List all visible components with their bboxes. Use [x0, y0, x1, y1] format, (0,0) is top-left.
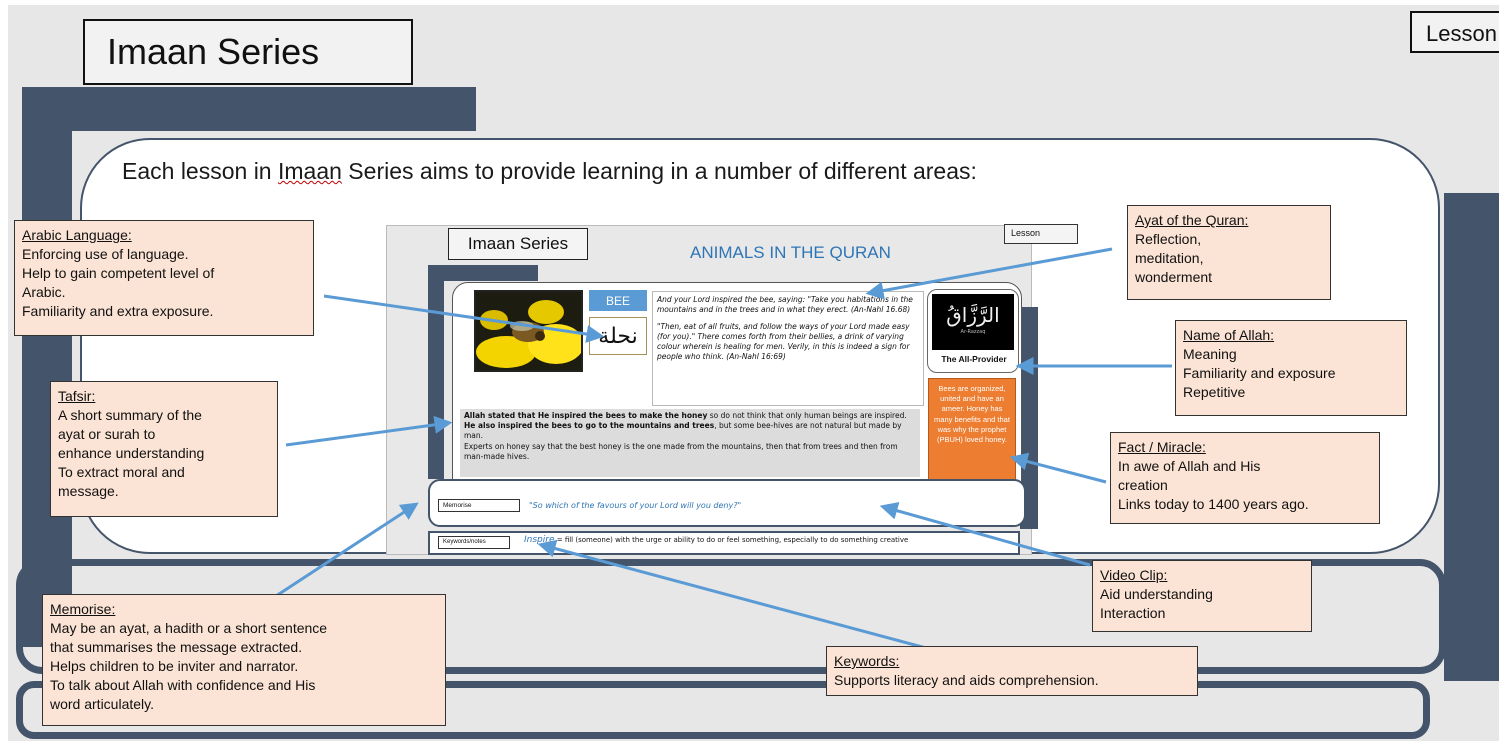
callout-arabic-heading: Arabic Language:	[22, 227, 132, 243]
keywords-label: Keywords/notes	[438, 536, 510, 549]
callout-line: Helps children to be inviter and narrato…	[50, 658, 299, 674]
callout-ayat-of-quran: Ayat of the Quran: Reflection, meditatio…	[1127, 205, 1331, 300]
callout-line: Supports literacy and aids comprehension…	[834, 672, 1099, 688]
callout-video-clip: Video Clip: Aid understanding Interactio…	[1092, 560, 1312, 632]
callout-keywords: Keywords: Supports literacy and aids com…	[826, 646, 1198, 696]
callout-line: May be an ayat, a hadith or a short sent…	[50, 620, 328, 636]
callout-arabic-language: Arabic Language: Enforcing use of langua…	[14, 220, 314, 336]
callout-line: word articulately.	[50, 696, 155, 712]
arrow-tafsir	[285, 415, 453, 447]
callout-memorise: Memorise: May be an ayat, a hadith or a …	[42, 594, 446, 726]
name-of-allah-card: الرَّزَّاقُ Ar-Razzaq The All-Provider	[927, 289, 1019, 373]
memorise-label: Memorise	[438, 499, 520, 512]
callout-line: A short summary of the	[58, 407, 202, 423]
bee-photo	[474, 290, 583, 372]
slide-lesson-tab: Lesson	[1004, 224, 1078, 244]
tafsir-part-4: , but some bee-hives are not natural but…	[464, 421, 902, 441]
allah-name-english: The All-Provider	[941, 354, 1007, 364]
callout-tafsir-heading: Tafsir:	[58, 388, 96, 404]
memorise-quote: "So which of the favours of your Lord wi…	[529, 501, 742, 510]
callout-line: Aid understanding	[1100, 586, 1213, 602]
callout-ayat-heading: Ayat of the Quran:	[1135, 212, 1249, 228]
lower-frame	[16, 559, 1446, 674]
page-title: Imaan Series	[83, 19, 413, 85]
keyword-meaning: = fill (someone) with the urge or abilit…	[554, 536, 909, 544]
tafsir-part-1: Allah stated that He inspired the bees t…	[464, 411, 708, 420]
allah-name-translit: Ar-Razzaq	[960, 329, 986, 335]
callout-line: that summarises the message extracted.	[50, 639, 303, 655]
callout-arrows	[275, 247, 1172, 650]
callout-memorise-heading: Memorise:	[50, 601, 116, 617]
callout-line: enhance understanding	[58, 445, 205, 461]
arrow-arabic	[323, 294, 605, 343]
intro-text: Each lesson in Imaan Series aims to prov…	[122, 158, 977, 185]
callout-tafsir: Tafsir: A short summary of the ayat or s…	[50, 381, 278, 517]
callout-line: Help to gain competent level of	[22, 265, 215, 281]
tafsir-part-2: so do not think that only human beings a…	[707, 411, 907, 420]
callout-line: message.	[58, 483, 119, 499]
callout-line: Familiarity and extra exposure.	[22, 303, 214, 319]
callout-line: Enforcing use of language.	[22, 246, 189, 262]
callout-name-of-allah: Name of Allah: Meaning Familiarity and e…	[1175, 320, 1407, 416]
decor-bar-left	[22, 87, 72, 647]
decor-bar-right	[1444, 193, 1499, 681]
tafsir-part-3: He also inspired the bees to go to the m…	[464, 421, 715, 431]
callout-line: Repetitive	[1183, 384, 1246, 400]
callout-line: Arabic.	[22, 284, 66, 300]
bottom-frame	[16, 681, 1430, 739]
callout-line: Reflection,	[1135, 231, 1202, 247]
callout-line: wonderment	[1135, 269, 1213, 285]
callout-video-heading: Video Clip:	[1100, 567, 1168, 583]
keywords-row	[428, 531, 1020, 555]
tafsir-part-5: Experts on honey say that the best honey…	[464, 441, 898, 461]
slide-decor-bar-top	[428, 265, 538, 281]
slide-heading: ANIMALS IN THE QURAN	[690, 243, 891, 262]
intro-after: Series aims to provide learning in a num…	[341, 158, 977, 184]
bee-image	[476, 292, 581, 370]
arrow-memorise	[275, 502, 419, 598]
bee-label: BEE	[589, 290, 647, 311]
lesson-overview-slide: Imaan Series Lesson Each lesson in Imaan…	[8, 5, 1499, 741]
arrow-keywords	[537, 539, 927, 650]
callout-line: To talk about Allah with confidence and …	[50, 677, 316, 693]
tafsir-text: Allah stated that He inspired the bees t…	[460, 409, 920, 477]
callout-line: Meaning	[1183, 346, 1237, 362]
intro-underlined: Imaan	[277, 158, 342, 184]
callout-line: meditation,	[1135, 250, 1204, 266]
callout-line: creation	[1118, 477, 1168, 493]
callout-fact-heading: Fact / Miracle:	[1118, 439, 1206, 455]
callout-line: ayat or surah to	[58, 426, 156, 442]
callout-line: Interaction	[1100, 605, 1166, 621]
arrow-ayat	[865, 247, 1113, 300]
slide-series-title: Imaan Series	[448, 228, 588, 260]
callout-line: In awe of Allah and His	[1118, 458, 1261, 474]
callout-name-heading: Name of Allah:	[1183, 327, 1275, 343]
lesson-tab[interactable]: Lesson	[1410, 11, 1499, 53]
allah-name-arabic: الرَّزَّاقُ	[946, 303, 1000, 327]
callout-fact-miracle: Fact / Miracle: In awe of Allah and His …	[1110, 432, 1380, 524]
ayat-verse-1: And your Lord inspired the bee, saying: …	[657, 295, 913, 314]
ayat-text: And your Lord inspired the bee, saying: …	[652, 291, 924, 406]
callout-line: Links today to 1400 years ago.	[1118, 496, 1309, 512]
callout-line: To extract moral and	[58, 464, 185, 480]
decor-bar-top	[22, 87, 476, 131]
ayat-verse-2: "Then, eat of all fruits, and follow the…	[657, 322, 910, 361]
callout-line: Familiarity and exposure	[1183, 365, 1336, 381]
allah-name-calligraphy: الرَّزَّاقُ Ar-Razzaq	[932, 294, 1014, 350]
arrow-video	[879, 501, 1091, 567]
callout-keywords-heading: Keywords:	[834, 653, 900, 669]
arrow-fact	[1009, 452, 1107, 484]
intro-before: Each lesson in	[122, 158, 278, 184]
